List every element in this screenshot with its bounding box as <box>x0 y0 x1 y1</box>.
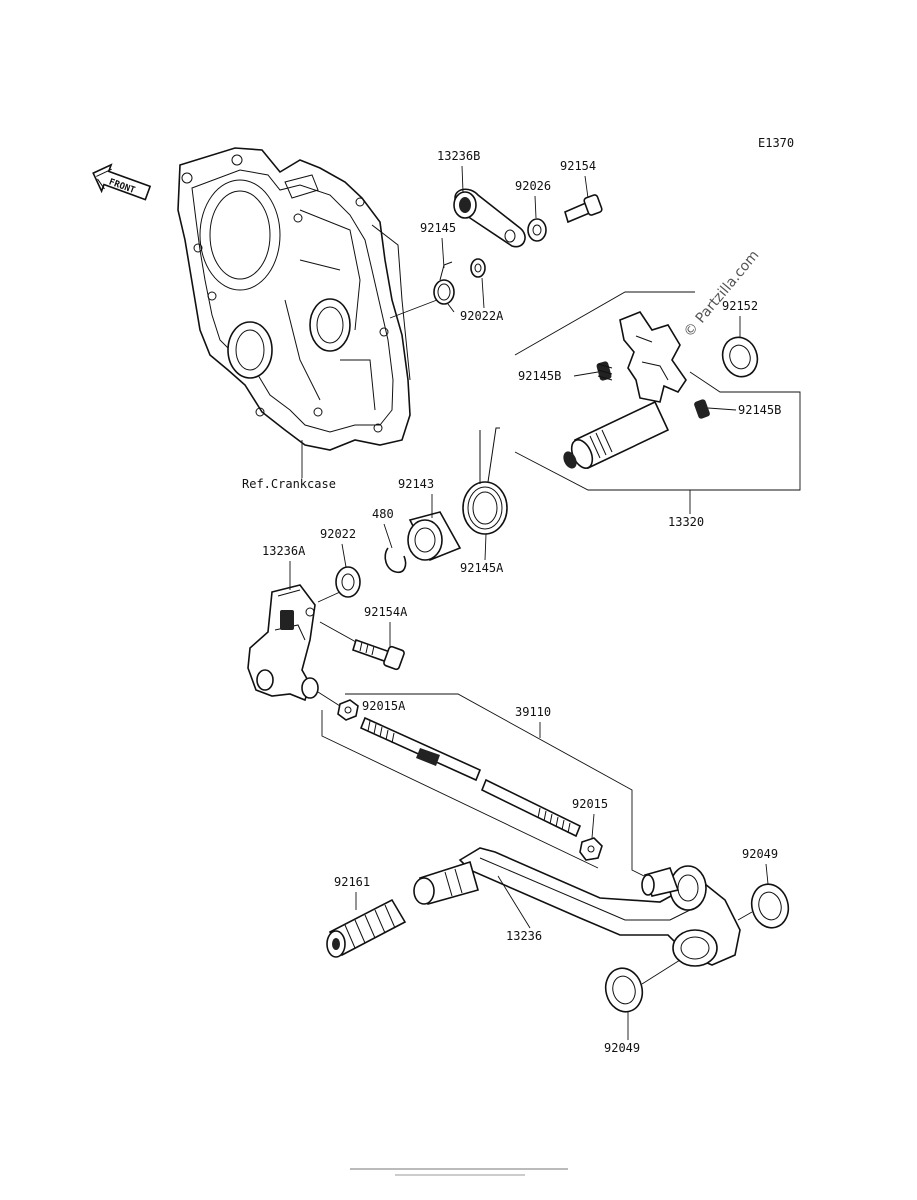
spring-92145A <box>462 427 508 535</box>
bolt-92154 <box>564 194 603 224</box>
nut-92015 <box>579 837 603 861</box>
spring-92145 <box>433 261 455 313</box>
tie-rod-39110 <box>359 716 582 838</box>
label-92049-bottom: 92049 <box>604 1041 640 1055</box>
reference-label: Ref.Crankcase <box>242 477 336 491</box>
label-92154A: 92154A <box>364 605 408 619</box>
label-92049-top: 92049 <box>742 847 778 861</box>
arm-13236A <box>247 584 319 702</box>
label-92145A: 92145A <box>460 561 504 575</box>
nut-92015A <box>337 699 359 721</box>
bolt-92154A <box>352 638 405 671</box>
seal-92152 <box>721 336 759 378</box>
label-92015A: 92015A <box>362 699 406 713</box>
label-92145B-left: 92145B <box>518 369 561 383</box>
seal-92049-top <box>750 883 790 929</box>
label-13236A: 13236A <box>262 544 306 558</box>
label-480: 480 <box>372 507 394 521</box>
seal-92049-bottom <box>604 967 644 1013</box>
footer-fine-print-2 <box>395 1174 525 1176</box>
label-13236: 13236 <box>506 929 542 943</box>
washer-92026 <box>527 218 547 242</box>
label-92022A: 92022A <box>460 309 504 323</box>
shift-shaft-13320 <box>563 311 687 470</box>
label-92154: 92154 <box>560 159 596 173</box>
spring-92145B-left <box>596 361 613 381</box>
label-13320: 13320 <box>668 515 704 529</box>
label-92152: 92152 <box>722 299 758 313</box>
shift-pedal-13236 <box>413 847 741 967</box>
collar-92143 <box>407 511 462 562</box>
footer-fine-print <box>350 1168 568 1170</box>
label-92022: 92022 <box>320 527 356 541</box>
label-92015: 92015 <box>572 797 608 811</box>
label-39110: 39110 <box>515 705 551 719</box>
circlip-480 <box>384 547 407 574</box>
label-13236B: 13236B <box>437 149 480 163</box>
label-92026: 92026 <box>515 179 551 193</box>
label-92161: 92161 <box>334 875 370 889</box>
arm-13236B <box>453 188 526 248</box>
front-arrow-icon: FRONT <box>92 163 152 201</box>
crankcase-cover <box>177 147 411 451</box>
washer-92022A <box>470 258 486 278</box>
label-92145: 92145 <box>420 221 456 235</box>
pedal-rubber-92161 <box>326 898 407 958</box>
watermark: © Partzilla.com <box>681 248 763 341</box>
label-92143: 92143 <box>398 477 434 491</box>
spring-92145B-right <box>694 399 710 419</box>
diagram-code: E1370 <box>758 136 794 150</box>
label-92145B-right: 92145B <box>738 403 781 417</box>
washer-92022 <box>335 566 361 598</box>
